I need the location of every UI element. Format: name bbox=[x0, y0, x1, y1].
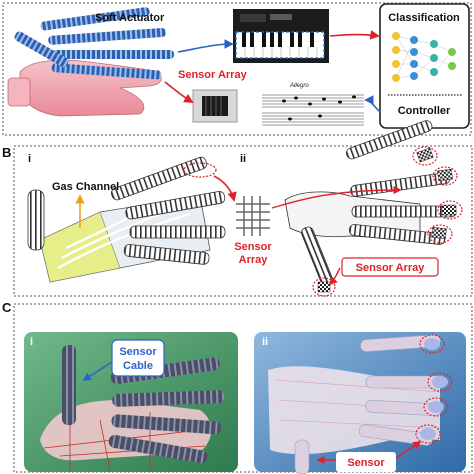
classification-box: Classification Controller bbox=[379, 3, 470, 129]
panel-c-letter: C bbox=[2, 300, 12, 315]
thumb-actuator bbox=[27, 189, 45, 251]
sensor-cable-arrow bbox=[82, 361, 113, 381]
panel-b: B i ii Gas Channel bbox=[2, 120, 473, 297]
sensor-array-box bbox=[341, 257, 439, 277]
photo-i-sub-label: i bbox=[30, 336, 33, 348]
keyboard-image bbox=[233, 9, 329, 63]
sensor-cable-line2: Cable bbox=[123, 360, 153, 372]
photo-ii-sub-label: ii bbox=[262, 336, 268, 348]
soft-actuator-label: Soft Actuator bbox=[95, 12, 165, 24]
gas-channel-label: Gas Channel bbox=[52, 181, 119, 193]
classification-label: Classification bbox=[388, 12, 460, 24]
sensor-array-label: Sensor Array bbox=[178, 69, 248, 81]
sensor-array-center-line1: Sensor bbox=[234, 241, 272, 253]
panel-c: C i Sensor Cable bbox=[2, 300, 473, 474]
soft-actuator-fingers bbox=[14, 7, 174, 80]
panel-a: Soft Actuator Sensor Array bbox=[2, 2, 472, 136]
sheet-music: Allegro bbox=[258, 80, 366, 126]
actuator-drawing bbox=[27, 156, 226, 283]
panel-b-arrows bbox=[213, 175, 402, 286]
thumb-actuator-photo bbox=[62, 345, 76, 425]
sensor-bottom-box bbox=[336, 452, 396, 472]
panel-b-letter: B bbox=[2, 145, 11, 160]
sensor-cable-box bbox=[111, 339, 165, 377]
sheet-music-caption: Allegro bbox=[289, 83, 309, 89]
sensor-grid-icon bbox=[236, 196, 270, 236]
sensor-array-photo bbox=[192, 89, 238, 123]
panel-b-border bbox=[13, 145, 473, 297]
photo-i: i Sensor Cable bbox=[24, 332, 238, 472]
panel-a-arrows bbox=[164, 30, 381, 113]
sensor-array-center-line2: Array bbox=[239, 254, 269, 266]
panel-b-sub-i: i bbox=[28, 153, 31, 165]
sensor-cable-line1: Sensor bbox=[119, 346, 157, 358]
photo-ii: ii Sensor bbox=[254, 332, 466, 474]
panel-c-border bbox=[13, 303, 473, 473]
controller-label: Controller bbox=[398, 105, 451, 117]
panel-b-sub-ii: ii bbox=[240, 153, 246, 165]
sensor-array-box-label: Sensor Array bbox=[356, 262, 426, 274]
panel-a-border bbox=[2, 2, 472, 136]
neural-network-icon bbox=[392, 32, 456, 82]
hand-sensor-drawing bbox=[284, 120, 463, 297]
sensor-bottom-label: Sensor bbox=[347, 457, 385, 469]
